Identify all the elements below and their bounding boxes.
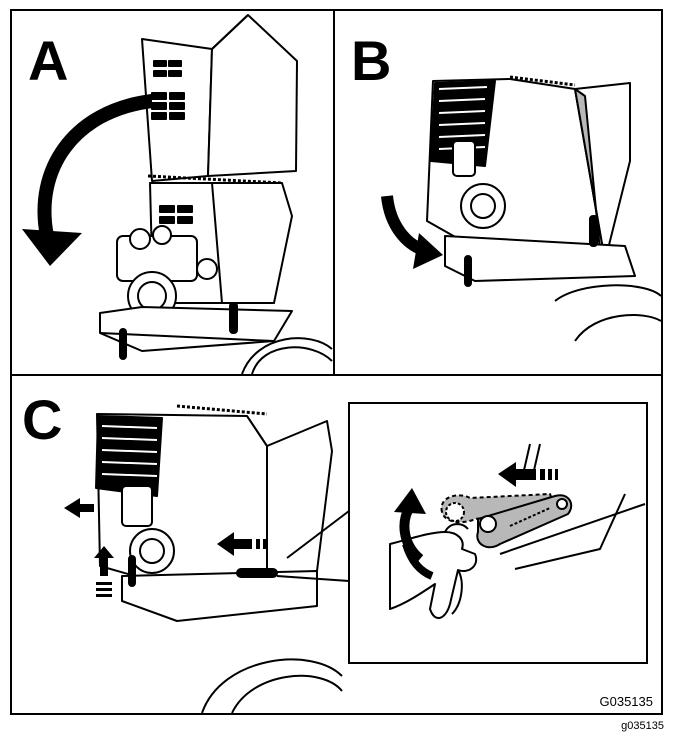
panel-b-letter: B: [351, 29, 392, 92]
panel-a-letter: A: [28, 29, 69, 92]
panel-b-illustration: [381, 75, 661, 342]
panel-c-letter: C: [22, 388, 63, 451]
latch-detail-inset: [348, 402, 648, 664]
figure-code-outer: g035135: [621, 720, 664, 732]
figure-code-inner: G035135: [599, 694, 654, 709]
panel-a: A: [10, 9, 335, 376]
latch-detail-illustration: [389, 443, 646, 619]
panel-c: C: [10, 374, 663, 715]
panel-a-illustration: [22, 14, 333, 374]
panel-b: B: [333, 9, 663, 376]
panel-c-illustration: [64, 404, 350, 713]
